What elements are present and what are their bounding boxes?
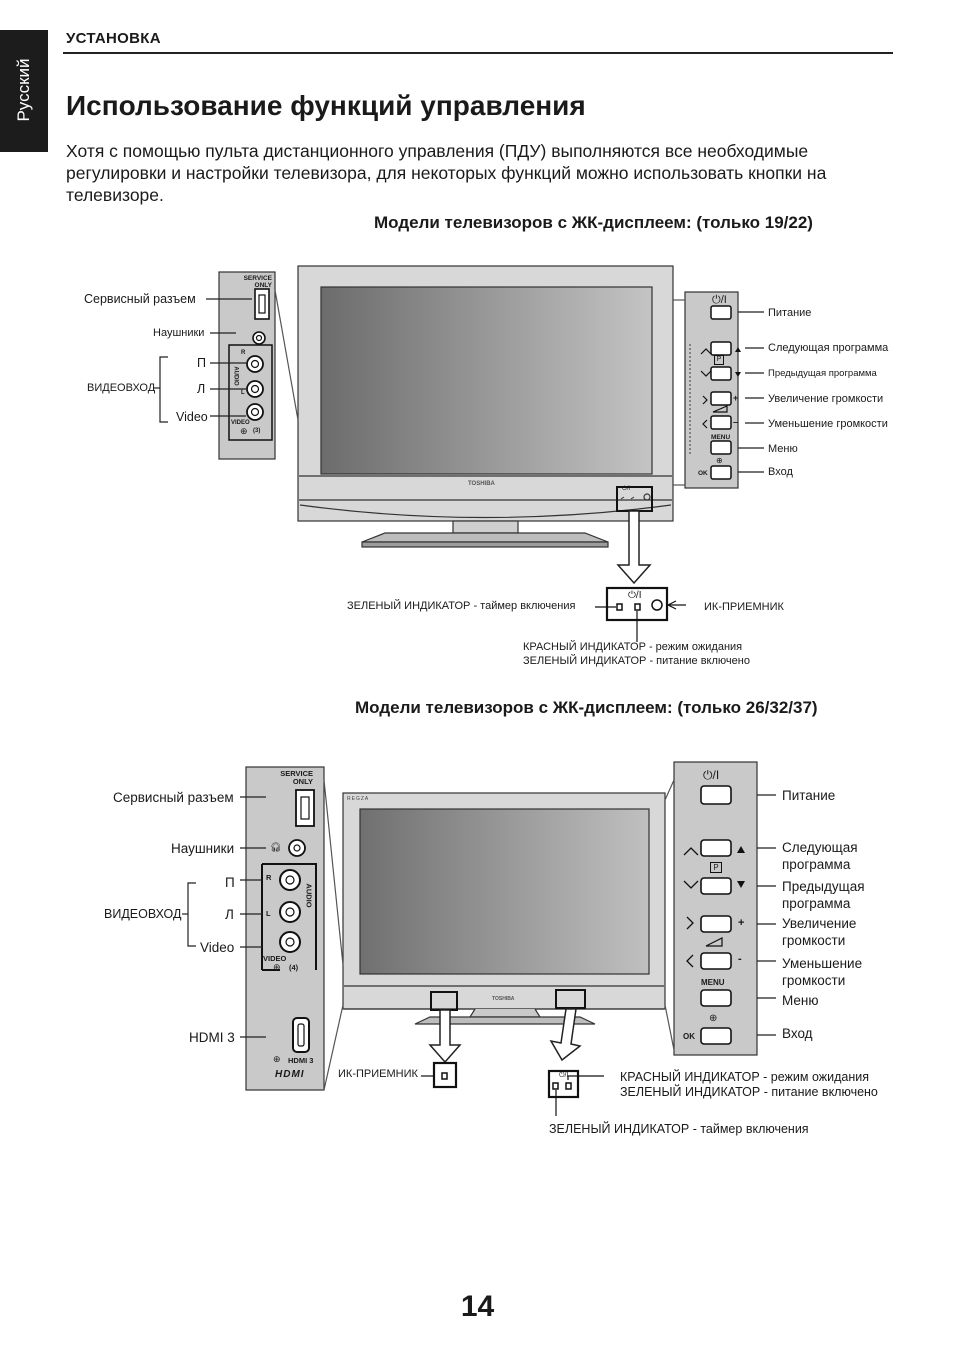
label-ir-1: ИК-ПРИЕМНИК <box>704 601 784 613</box>
power-icon-zoom-1: ⏻/I <box>628 590 642 601</box>
label-input-1: Вход <box>768 466 793 478</box>
side-panel-2 <box>182 766 344 1091</box>
label-left-2: Л <box>225 907 234 922</box>
label-video-in-2: ВИДЕОВХОД <box>104 907 182 921</box>
label-vol-up-1: Увеличение громкости <box>768 393 884 405</box>
label-green-on-1: ЗЕЛЕНЫЙ ИНДИКАТОР - питание включено <box>523 655 750 667</box>
indicator-arrow-2a <box>428 1008 582 1064</box>
label-green-timer-1: ЗЕЛЕНЫЙ ИНДИКАТОР - таймер включения <box>347 600 576 612</box>
button-panel-1 <box>673 291 764 489</box>
label-hdmi-2: HDMI 3 <box>189 1030 235 1045</box>
power-icon-1: ⏻/I <box>712 294 727 306</box>
label-vol-down-1: Уменьшение громкости <box>768 418 888 430</box>
label-power-1: Питание <box>768 307 812 319</box>
label-menu-2: Меню <box>782 993 819 1008</box>
page-number: 14 <box>460 1290 495 1323</box>
button-panel-2 <box>664 761 776 1056</box>
label-vol-up-2: Увеличение громкости <box>782 916 857 948</box>
plus-icon-1: + <box>733 393 739 403</box>
r-tag-2: R <box>266 873 272 882</box>
label-next-1: Следующая программа <box>768 342 889 354</box>
input-icon-btn-2: ⊕ <box>709 1013 718 1024</box>
label-green-timer-2: ЗЕЛЕНЫЙ ИНДИКАТОР - таймер включения <box>549 1122 809 1136</box>
label-right-2: П <box>225 875 235 890</box>
r-tag-1: R <box>241 350 246 356</box>
video-tag-2: VIDEO <box>263 954 287 963</box>
service-only-tag-2: SERVICE ONLY <box>280 769 313 786</box>
section-title: УСТАНОВКА <box>66 30 161 47</box>
menu-tag-1: MENU <box>711 434 731 441</box>
label-next-2: Следующая программа <box>782 840 858 872</box>
label-ir-2: ИК-ПРИЕМНИК <box>338 1068 418 1080</box>
l-tag-2: L <box>266 909 271 918</box>
diagram2-heading: Модели телевизоров с ЖК-дисплеем: (тольк… <box>355 698 818 717</box>
label-video-in-1: ВИДЕОВХОД <box>87 382 156 394</box>
label-input-2: Вход <box>782 1026 813 1041</box>
brand-logo-2: TOSHIBA <box>492 996 515 1002</box>
side-panel-1 <box>153 271 299 460</box>
label-red-standby-1: КРАСНЫЙ ИНДИКАТОР - режим ожидания <box>523 641 743 653</box>
label-service-port-1: Сервисный разъем <box>84 292 196 306</box>
label-service-port-2: Сервисный разъем <box>113 790 234 805</box>
power-icon-2: ⏻/I <box>703 768 720 782</box>
brand-logo-1: TOSHIBA <box>468 481 495 487</box>
input-icon-btn-1: ⊕ <box>716 456 723 465</box>
minus-icon-1: – <box>733 417 739 427</box>
indicator-arrow-1 <box>616 510 652 585</box>
label-red-standby-2: КРАСНЫЙ ИНДИКАТОР - режим ожидания <box>620 1070 869 1084</box>
label-power-2: Питание <box>782 788 836 803</box>
menu-tag-2: MENU <box>701 978 725 987</box>
hdmi-logo: HDMI <box>275 1069 305 1080</box>
label-video-1: Video <box>176 410 208 424</box>
language-tab: Русский <box>0 30 48 152</box>
label-headphones-1: Наушники <box>153 327 205 339</box>
plus-icon-2: + <box>738 917 745 929</box>
video-tag-1: VIDEO <box>231 420 250 426</box>
header-rule <box>63 52 893 54</box>
service-only-tag-1: SERVICE ONLY <box>243 275 272 289</box>
audio-tag-1: AUDIO <box>232 366 239 386</box>
input-num-tag-2: (4) <box>289 963 299 972</box>
input-num-tag-1: (3) <box>253 428 261 434</box>
label-prev-1: Предыдущая программа <box>768 368 877 379</box>
label-headphones-2: Наушники <box>171 841 235 856</box>
intro-paragraph: Хотя с помощью пульта дистанционного упр… <box>66 141 827 205</box>
label-menu-1: Меню <box>768 443 798 455</box>
input-icon-2: ⊕ <box>273 962 281 972</box>
p-icon-1: P <box>714 355 724 365</box>
page-title: Использование функций управления <box>66 90 586 121</box>
power-icon-zoom-2: ⏻/I <box>559 1072 569 1079</box>
tv2 <box>342 792 666 1025</box>
tv1 <box>297 265 674 548</box>
label-prev-2: Предыдущая программа <box>782 879 865 911</box>
hdmi-input-icon-2: ⊕ <box>273 1054 281 1064</box>
hdmi-num-tag-2: HDMI 3 <box>288 1056 314 1065</box>
input-icon-1: ⊕ <box>240 426 248 436</box>
l-tag-1: L <box>241 390 245 396</box>
indicator-zoom-1 <box>595 586 686 642</box>
audio-tag-2: AUDIO <box>304 883 314 908</box>
headphone-icon-2: 🎧︎ <box>270 842 282 852</box>
minus-icon-2: - <box>738 953 742 965</box>
ir-receiver-zoom-2 <box>421 1061 458 1089</box>
label-vol-down-2: Уменьшение громкости <box>782 956 863 988</box>
label-green-on-2: ЗЕЛЕНЫЙ ИНДИКАТОР - питание включено <box>620 1085 878 1099</box>
power-icon-small-1: ⏻/I <box>622 486 631 492</box>
label-right-1: П <box>197 356 206 370</box>
p-icon-2: P <box>710 862 722 873</box>
regza-logo: REGZA <box>347 796 370 802</box>
diagram1-heading: Модели телевизоров с ЖК-дисплеем: (тольк… <box>374 213 813 232</box>
ok-tag-1: OK <box>698 470 708 477</box>
label-left-1: Л <box>197 382 206 396</box>
label-video-2: Video <box>200 940 235 955</box>
indicator-zoom-2 <box>547 1069 604 1116</box>
ok-tag-2: OK <box>683 1032 695 1041</box>
